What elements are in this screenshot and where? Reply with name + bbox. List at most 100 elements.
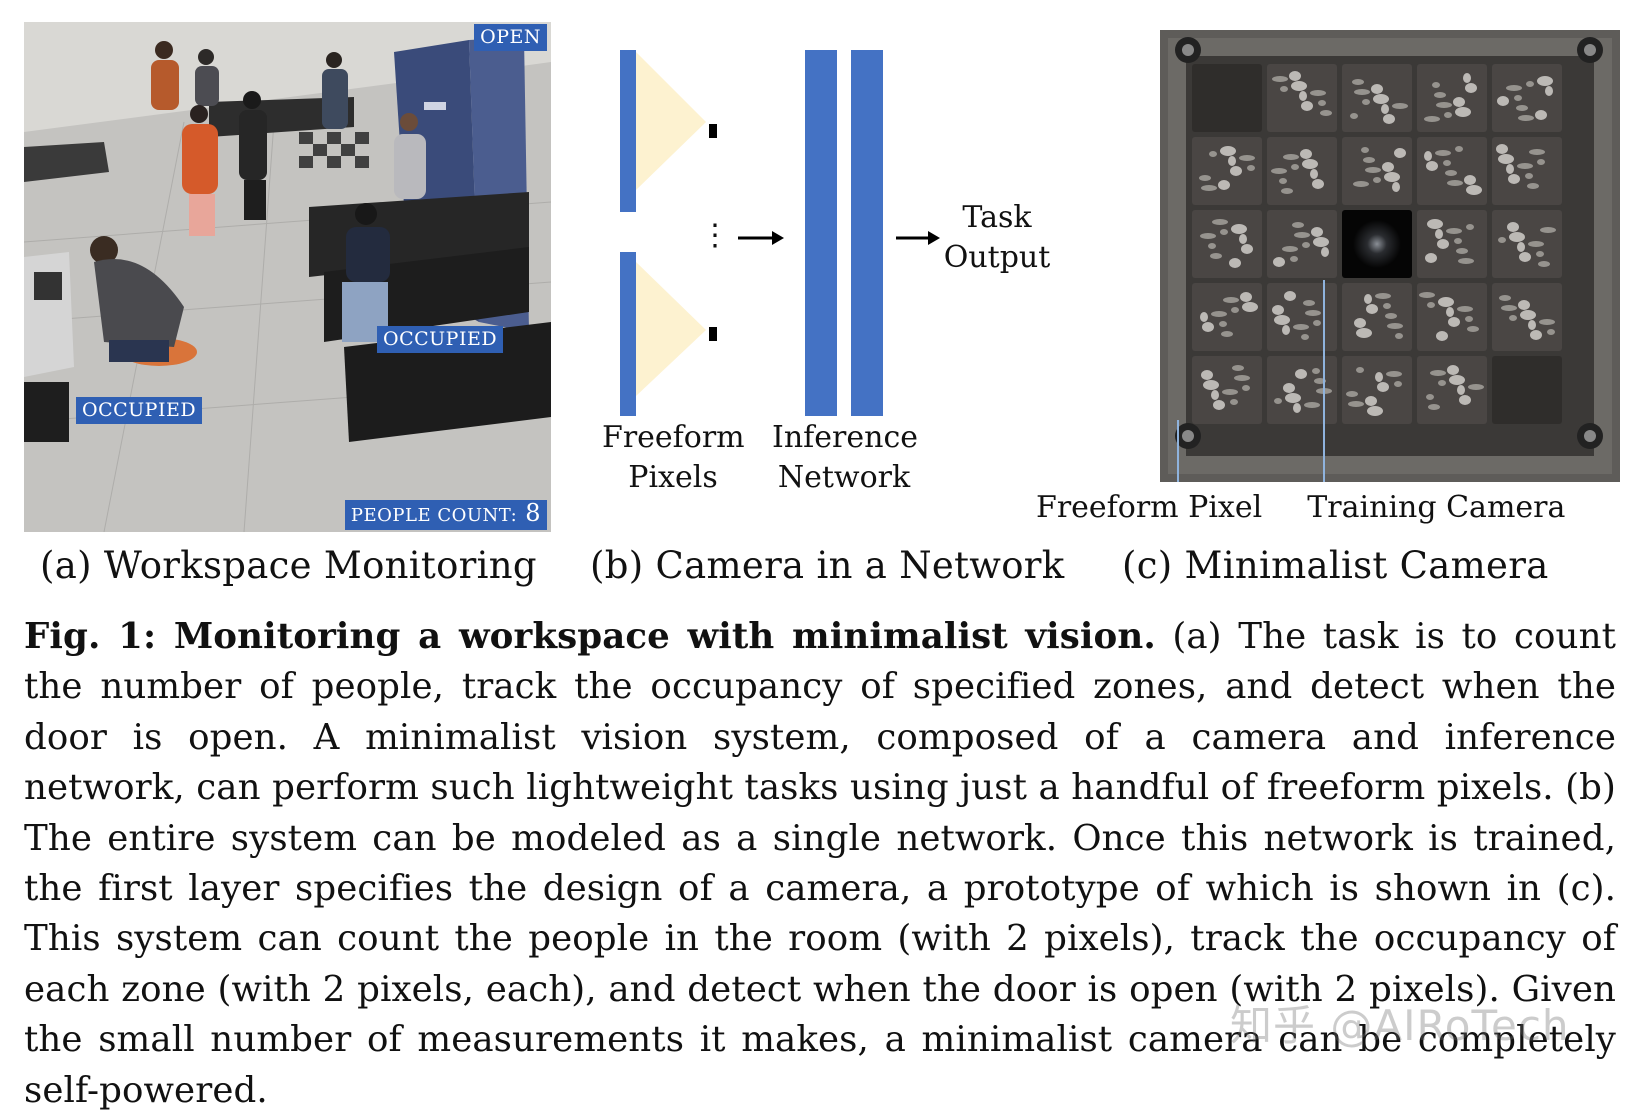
- pixel-mask-blob: [1497, 96, 1509, 106]
- pixel-mask-blob: [1290, 256, 1298, 262]
- pixel-mask-blob: [1231, 224, 1247, 234]
- pixel-mask-blob: [1419, 292, 1435, 298]
- blue-plate-bottom: [620, 252, 636, 416]
- pixel-mask-blob: [1438, 380, 1446, 386]
- pixel-mask-blob: [1537, 159, 1545, 165]
- pixel-mask-blob: [1356, 328, 1372, 338]
- pixel-mask-blob: [1348, 401, 1364, 407]
- pixel-mask-blob: [1428, 404, 1440, 410]
- pixel-mask-blob: [1453, 97, 1465, 107]
- pixel-mask-blob: [1392, 103, 1408, 109]
- pixel-mask-blob: [1518, 300, 1530, 310]
- network-layer-1: [805, 50, 837, 416]
- door-open-tag: OPEN: [474, 24, 547, 51]
- pixel-mask-blob: [1289, 71, 1301, 81]
- pixel-mask-blob: [1527, 183, 1539, 189]
- pixel-mask-blob: [1545, 86, 1553, 96]
- pixel-mask-blob: [1279, 178, 1287, 184]
- freeform-pixels-label: Freeform Pixels: [602, 418, 745, 498]
- pixel-mask-blob: [1426, 161, 1438, 171]
- pixel-mask-blob: [1465, 316, 1473, 322]
- pixel-mask-blob: [1209, 151, 1217, 157]
- pixel-mask-blob: [1223, 297, 1239, 303]
- inference-network-label: Inference Network: [772, 418, 918, 498]
- pixel-mask-blob: [1230, 166, 1242, 176]
- pixel-mask-blob: [1201, 370, 1213, 380]
- cone-top: [636, 52, 706, 190]
- pixel-mask-blob: [1454, 238, 1462, 244]
- pixel-mask-blob: [1231, 307, 1239, 313]
- cone-bottom: [636, 262, 706, 396]
- pixel-mask-blob: [1446, 307, 1454, 317]
- freeform-pixel-cell: [1342, 283, 1412, 351]
- pixel-mask-blob: [1229, 258, 1241, 268]
- pixel-mask-blob: [1538, 261, 1550, 267]
- pixel-mask-blob: [1230, 399, 1238, 405]
- pixel-mask-blob: [1312, 368, 1320, 374]
- pixel-mask-blob: [1424, 116, 1440, 122]
- subcaption-c: (c) Minimalist Camera: [1122, 544, 1549, 587]
- pixel-mask-blob: [1220, 146, 1236, 156]
- pixel-mask-blob: [1395, 333, 1403, 339]
- pixel-mask-blob: [1383, 114, 1395, 124]
- pixel-mask-blob: [1506, 85, 1522, 91]
- pixel-mask-blob: [1241, 244, 1253, 254]
- freeform-pixel-cell: [1417, 210, 1487, 278]
- pixel-mask-blob: [1300, 149, 1312, 159]
- pixel-mask-blob: [1353, 181, 1369, 187]
- freeform-pixel-cell: [1417, 64, 1487, 132]
- pixel-mask-blob: [1430, 370, 1446, 376]
- pixel-mask-blob: [1211, 311, 1227, 317]
- pixel-mask-blob: [1499, 295, 1511, 301]
- screw-icons: [1175, 37, 1603, 449]
- pixel-mask-blob: [1385, 313, 1397, 319]
- sensor-top: [709, 124, 717, 138]
- pixel-mask-blob: [1518, 115, 1534, 121]
- pixel-mask-blob: [1301, 101, 1313, 111]
- pixel-mask-blob: [1435, 229, 1443, 239]
- pixel-mask-blob: [1528, 320, 1536, 330]
- pixel-mask-blob: [1284, 291, 1296, 301]
- pixel-mask-blob: [1363, 157, 1375, 163]
- pixel-mask-blob: [1392, 182, 1400, 192]
- pixel-mask-blob: [1222, 389, 1238, 395]
- freeform-pixel-cell: [1492, 356, 1562, 424]
- freeform-pixel-cell: [1267, 356, 1337, 424]
- pixel-mask-blob: [1371, 84, 1383, 94]
- caption-title: Fig. 1: Monitoring a workspace with mini…: [24, 616, 1156, 657]
- pixel-mask-blob: [1366, 304, 1378, 314]
- pixel-mask-blob: [1519, 252, 1531, 262]
- pixel-mask-blob: [1465, 83, 1477, 93]
- pixel-mask-blob: [1352, 79, 1364, 85]
- pixel-mask-blob: [1271, 168, 1287, 174]
- pixel-mask-blob: [1200, 233, 1216, 239]
- pixel-mask-blob: [1530, 330, 1542, 340]
- freeform-pixel-cell: [1192, 64, 1262, 132]
- pixel-mask-blob: [1202, 322, 1214, 332]
- pixel-mask-blob: [1382, 162, 1394, 172]
- pixel-mask-blob: [1320, 110, 1332, 116]
- pixel-mask-blob: [1444, 112, 1452, 118]
- pixel-mask-blob: [1517, 242, 1525, 252]
- pixel-mask-blob: [1295, 369, 1307, 379]
- pixel-mask-blob: [1432, 82, 1440, 88]
- pixel-mask-blob: [1239, 155, 1255, 161]
- pixel-mask-blob: [1310, 169, 1318, 179]
- pixel-mask-blob: [1539, 319, 1555, 325]
- pixel-mask-blob: [1346, 391, 1358, 397]
- pixel-mask-blob: [1445, 170, 1457, 176]
- pixel-mask-blob: [1228, 156, 1236, 166]
- pixel-mask-blob: [1220, 229, 1228, 235]
- pixel-mask-blob: [1437, 239, 1449, 249]
- sensor-bottom: [709, 327, 717, 341]
- pixel-mask-blob: [1303, 300, 1315, 306]
- pixel-mask-blob: [1293, 403, 1301, 413]
- pixel-mask-blob: [1514, 95, 1522, 101]
- pixel-mask-blob: [1394, 381, 1402, 387]
- pixel-mask-blob: [1467, 326, 1479, 332]
- pixel-mask-blob: [1199, 175, 1211, 181]
- pixel-mask-blob: [1212, 219, 1228, 225]
- pixel-mask-blob: [1466, 185, 1482, 195]
- pixel-mask-blob: [1427, 302, 1435, 308]
- pixel-mask-blob: [1304, 402, 1320, 408]
